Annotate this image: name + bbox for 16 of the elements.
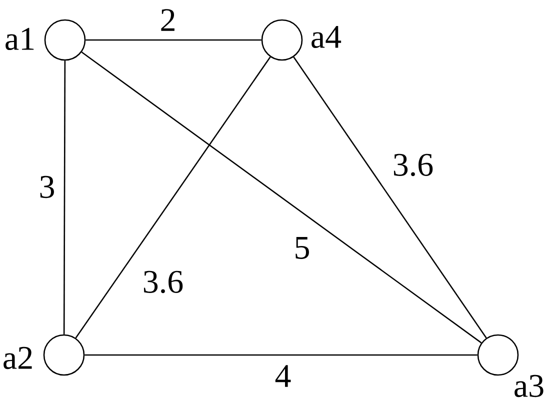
vertex-label: a4 [312,26,342,48]
edge-label: 3 [38,174,56,200]
edge-line [81,52,482,344]
edge-label: 4 [274,364,292,388]
edge-label: 2 [158,8,178,32]
edge-line [293,56,487,338]
edge-line [86,39,262,41]
vertex-label: a3 [514,374,544,398]
vertex-label: a2 [4,346,32,370]
edge-label: 3.6 [391,152,435,178]
edge-line [84,354,478,356]
vertex-label: a1 [6,28,34,50]
edge-line [63,60,66,334]
edge-line [75,56,271,338]
edge-label: 5 [292,236,312,260]
edge-label: 3.6 [141,270,185,294]
